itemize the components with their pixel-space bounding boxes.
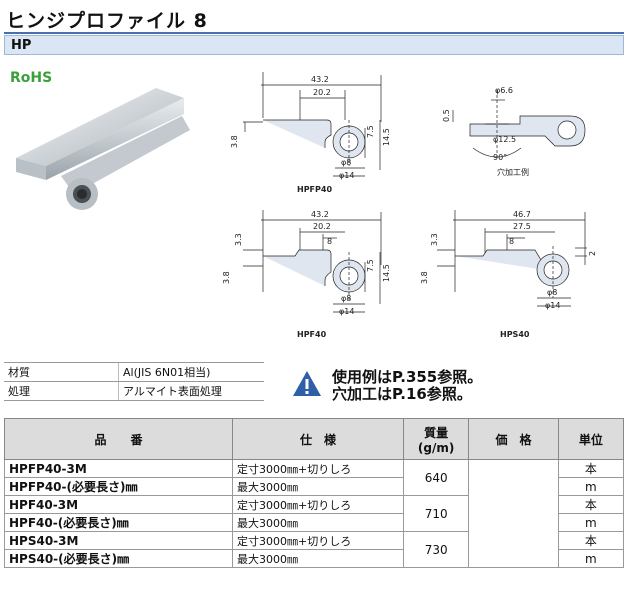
svg-text:φ12.5: φ12.5: [493, 135, 516, 144]
mass-cell: 730: [403, 531, 470, 568]
table-row: HPFP40-(必要長さ)㎜ 最大3000㎜ m: [3, 477, 625, 496]
part-number: HPS40-3M: [3, 531, 234, 550]
part-number: HPFP40-(必要長さ)㎜: [3, 477, 234, 496]
warning-icon: [293, 371, 321, 396]
svg-text:90°: 90°: [493, 153, 507, 162]
svg-text:14.5: 14.5: [382, 264, 391, 282]
svg-text:φ8: φ8: [341, 158, 351, 167]
spec-row-material: 材質 Al(JIS 6N01相当): [4, 362, 264, 382]
header-mass: 質量 (g/m): [403, 418, 470, 460]
svg-text:3.8: 3.8: [420, 271, 429, 284]
technical-drawings: 43.2 20.2 3.8 7.5 14.5 φ8 φ14 HPFP40 0.5…: [222, 72, 597, 339]
svg-text:3.8: 3.8: [230, 135, 239, 148]
svg-text:φ14: φ14: [339, 171, 354, 180]
unit-cell: m: [557, 549, 625, 568]
part-number: HPF40-3M: [3, 495, 234, 514]
spec-cell: 定寸3000㎜+切りしろ: [232, 459, 405, 478]
header-unit: 単位: [557, 418, 625, 460]
header-spec: 仕 様: [232, 418, 405, 460]
table-row: HPS40-(必要長さ)㎜ 最大3000㎜ m: [3, 549, 625, 568]
spec-cell: 定寸3000㎜+切りしろ: [232, 531, 405, 550]
unit-cell: 本: [557, 531, 625, 550]
note-hole-processing: 穴加工はP.16参照。: [332, 385, 472, 403]
part-number: HPFP40-3M: [3, 459, 234, 478]
svg-text:φ14: φ14: [339, 307, 354, 316]
title-rule: [4, 32, 624, 34]
svg-text:27.5: 27.5: [513, 222, 531, 231]
svg-text:φ8: φ8: [341, 294, 351, 303]
product-photo: [16, 88, 190, 210]
spec-row-finish: 処理 アルマイト表面処理: [4, 381, 264, 401]
unit-cell: 本: [557, 495, 625, 514]
unit-cell: 本: [557, 459, 625, 478]
svg-text:43.2: 43.2: [311, 210, 329, 219]
svg-text:20.2: 20.2: [313, 222, 331, 231]
svg-text:7.5: 7.5: [366, 125, 375, 138]
drawing-hpf40: 43.2 20.2 8 3.3 3.8 7.5 14.5 φ8 φ14 HPF4…: [222, 210, 391, 339]
spec-cell: 定寸3000㎜+切りしろ: [232, 495, 405, 514]
svg-text:0.5: 0.5: [442, 109, 451, 122]
table-row: HPF40-3M 定寸3000㎜+切りしろ 710 本: [3, 495, 625, 532]
drawing-label-hpfp40: HPFP40: [297, 185, 332, 194]
unit-cell: m: [557, 477, 625, 496]
drawing-hps40: 46.7 27.5 8 3.3 3.8 2 φ8 φ14 HPS40: [420, 210, 597, 339]
rohs-badge: RoHS: [10, 70, 53, 86]
spec-cell: 最大3000㎜: [232, 549, 405, 568]
svg-text:3.8: 3.8: [222, 271, 231, 284]
header-part-number: 品 番: [3, 418, 234, 460]
series-code-bar: HP: [4, 35, 624, 55]
mass-cell: 640: [403, 459, 470, 496]
svg-text:8: 8: [327, 237, 332, 246]
part-number: HPS40-(必要長さ)㎜: [3, 549, 234, 568]
header-price: 価 格: [468, 418, 559, 460]
spec-value: Al(JIS 6N01相当): [118, 362, 264, 382]
svg-text:14.5: 14.5: [382, 128, 391, 146]
spec-label: 材質: [4, 362, 119, 382]
drawing-hole-detail: 0.5 φ6.6 φ12.5 90° 穴加工例: [442, 86, 586, 177]
svg-text:3.3: 3.3: [430, 233, 439, 246]
spec-cell: 最大3000㎜: [232, 477, 405, 496]
svg-text:43.2: 43.2: [311, 75, 329, 84]
svg-text:穴加工例: 穴加工例: [497, 167, 529, 177]
table-row: HPFP40-3M 定寸3000㎜+切りしろ 640 本: [3, 459, 625, 568]
svg-text:7.5: 7.5: [366, 259, 375, 272]
svg-text:46.7: 46.7: [513, 210, 531, 219]
svg-text:8: 8: [509, 237, 514, 246]
svg-text:φ8: φ8: [547, 288, 557, 297]
drawing-label-hps40: HPS40: [500, 330, 530, 339]
spec-label: 処理: [4, 381, 119, 401]
unit-cell: m: [557, 513, 625, 532]
spec-cell: 最大3000㎜: [232, 513, 405, 532]
part-number: HPF40-(必要長さ)㎜: [3, 513, 234, 532]
spec-value: アルマイト表面処理: [118, 381, 264, 401]
table-row: HPF40-(必要長さ)㎜ 最大3000㎜ m: [3, 513, 625, 532]
drawing-hpfp40: 43.2 20.2 3.8 7.5 14.5 φ8 φ14 HPFP40: [230, 72, 391, 194]
svg-text:2: 2: [588, 251, 597, 256]
svg-text:φ6.6: φ6.6: [495, 86, 513, 95]
page-title: ヒンジプロファイル 8: [6, 10, 208, 32]
price-cell: [468, 459, 559, 568]
spec-table: 材質 Al(JIS 6N01相当) 処理 アルマイト表面処理: [4, 362, 264, 401]
note-usage-example: 使用例はP.355参照。: [332, 368, 483, 386]
svg-text:φ14: φ14: [545, 301, 560, 310]
mass-cell: 710: [403, 495, 470, 532]
svg-text:20.2: 20.2: [313, 88, 331, 97]
drawing-label-hpf40: HPF40: [297, 330, 327, 339]
product-table: 品 番 仕 様 質量 (g/m) 価 格 単位 HPFP40-3M 定寸3000…: [3, 418, 625, 568]
svg-text:3.3: 3.3: [234, 233, 243, 246]
